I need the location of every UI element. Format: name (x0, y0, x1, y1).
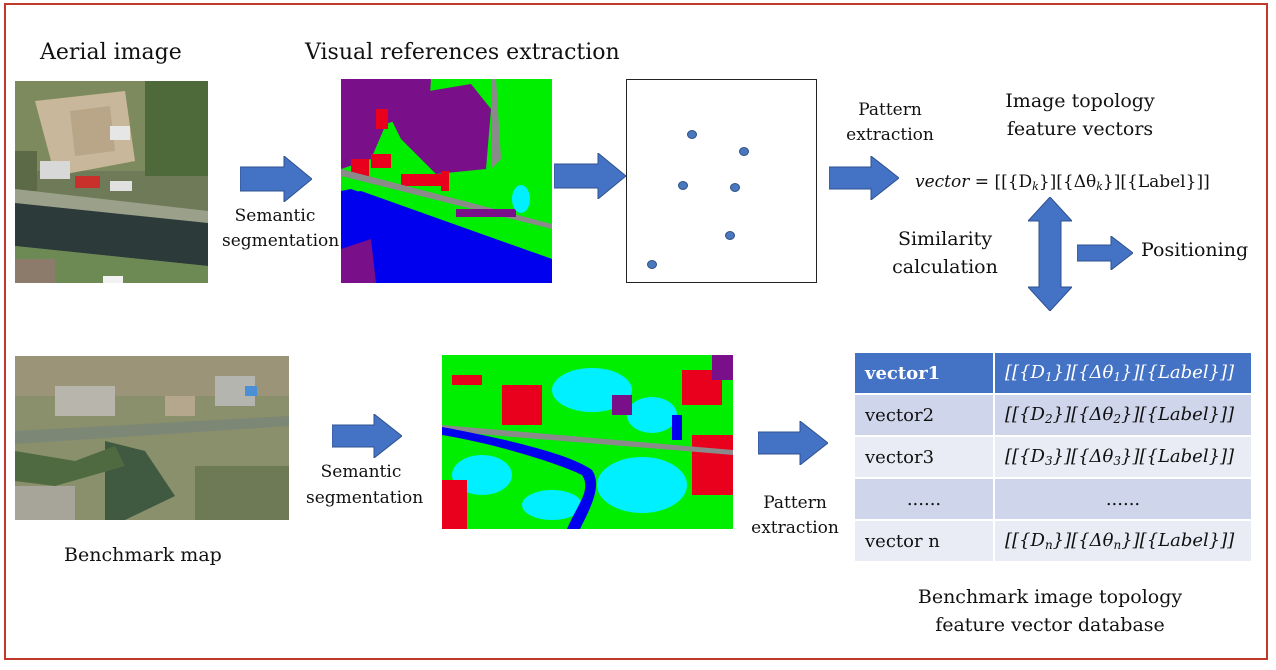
feature-point (739, 147, 749, 156)
benchmark-map-image (15, 356, 289, 520)
vec-sub-t: 1 (1113, 370, 1122, 384)
double-arrow-icon (1028, 197, 1072, 311)
database-label-2: feature vector database (935, 614, 1165, 636)
semantic-seg-label-1a: Semantic (234, 206, 316, 226)
vec-mid: }][{Δθ (1052, 362, 1114, 383)
feature-point (678, 181, 688, 190)
table-key: vector n (853, 519, 995, 563)
vec-sub-t: n (1113, 538, 1122, 552)
vec-sub-d: 1 (1044, 370, 1053, 384)
feature-points-box (626, 79, 817, 283)
table-row: vector n [[{Dn}][{Δθn}][{Label}]] (853, 519, 1253, 563)
table-row: ...... ...... (853, 477, 1253, 521)
table-key: vector3 (853, 435, 995, 479)
benchmark-map-label: Benchmark map (64, 544, 222, 566)
pattern-label-2a: Pattern (763, 493, 827, 513)
arrow-right-icon (332, 414, 402, 458)
table-value: ...... (993, 477, 1253, 521)
vec-open: [[{D (1005, 404, 1045, 425)
feature-point (725, 231, 735, 240)
table-value: [[{D2}][{Δθ2}][{Label}]] (993, 393, 1253, 437)
pattern-label-1b: extraction (846, 125, 934, 145)
semantic-seg-label-2b: segmentation (306, 488, 424, 508)
feature-point (730, 183, 740, 192)
table-value: [[{D3}][{Δθ3}][{Label}]] (993, 435, 1253, 479)
vec-sub-d: n (1044, 538, 1053, 552)
arrow-right-icon (554, 153, 626, 199)
formula-mid: }][{Δθ (1038, 172, 1097, 192)
topology-label-1: Image topology (1005, 90, 1155, 112)
vec-open: [[{D (1005, 446, 1045, 467)
formula-eq: = [[{D (969, 172, 1033, 192)
vec-mid: }][{Δθ (1052, 530, 1114, 551)
aerial-image (15, 81, 208, 283)
feature-point (647, 260, 657, 269)
feature-point (687, 130, 697, 139)
semantic-seg-label-2a: Semantic (320, 462, 402, 482)
vec-sub-t: 3 (1113, 454, 1122, 468)
arrow-right-icon (829, 156, 899, 200)
vec-close: }][{Label}]] (1121, 530, 1235, 551)
table-value: [[{D1}][{Δθ1}][{Label}]] (993, 351, 1253, 395)
arrow-right-icon (1077, 236, 1133, 270)
vector-formula: vector = [[{Dk}][{Δθk}][{Label}]] (915, 172, 1210, 193)
database-label-1: Benchmark image topology (917, 586, 1183, 608)
vec-sub-d: 3 (1044, 454, 1053, 468)
vec-sub-d: 2 (1044, 412, 1053, 426)
table-row: vector1 [[{D1}][{Δθ1}][{Label}]] (853, 351, 1253, 395)
table-row: vector3 [[{D3}][{Δθ3}][{Label}]] (853, 435, 1253, 479)
topology-label-2: feature vectors (1006, 118, 1154, 140)
formula-rhs: }][{Label}]] (1102, 172, 1210, 192)
segmentation-image-2 (442, 355, 733, 529)
aerial-image-label: Aerial image (40, 40, 182, 65)
vec-open: [[{D (1005, 362, 1045, 383)
formula-sub-k: k (1032, 180, 1039, 193)
vec-close: }][{Label}]] (1121, 446, 1235, 467)
vec-open: [[{D (1005, 530, 1045, 551)
vec-close: }][{Label}]] (1121, 362, 1235, 383)
feature-vector-table: vector1 [[{D1}][{Δθ1}][{Label}]] vector2… (853, 351, 1253, 563)
vec-close: }][{Label}]] (1121, 404, 1235, 425)
vec-mid: }][{Δθ (1052, 446, 1114, 467)
pattern-label-2b: extraction (751, 518, 839, 538)
vec-mid: }][{Δθ (1052, 404, 1114, 425)
positioning-label: Positioning (1141, 239, 1249, 261)
similarity-label-1: Similarity (897, 228, 993, 250)
arrow-right-icon (758, 421, 828, 465)
segmentation-image-1 (341, 79, 552, 283)
formula-lhs: vector (915, 172, 970, 192)
table-key: vector2 (853, 393, 995, 437)
similarity-label-2: calculation (892, 256, 998, 278)
table-key: vector1 (853, 351, 995, 395)
table-key: ...... (853, 477, 995, 521)
visual-references-label: Visual references extraction (305, 40, 620, 65)
table-value: [[{Dn}][{Δθn}][{Label}]] (993, 519, 1253, 563)
formula-sub-k2: k (1096, 180, 1103, 193)
table-row: vector2 [[{D2}][{Δθ2}][{Label}]] (853, 393, 1253, 437)
pattern-label-1a: Pattern (858, 100, 922, 120)
figure-frame (4, 3, 1268, 660)
arrow-right-icon (240, 156, 312, 202)
semantic-seg-label-1b: segmentation (222, 231, 340, 251)
vec-sub-t: 2 (1113, 412, 1122, 426)
